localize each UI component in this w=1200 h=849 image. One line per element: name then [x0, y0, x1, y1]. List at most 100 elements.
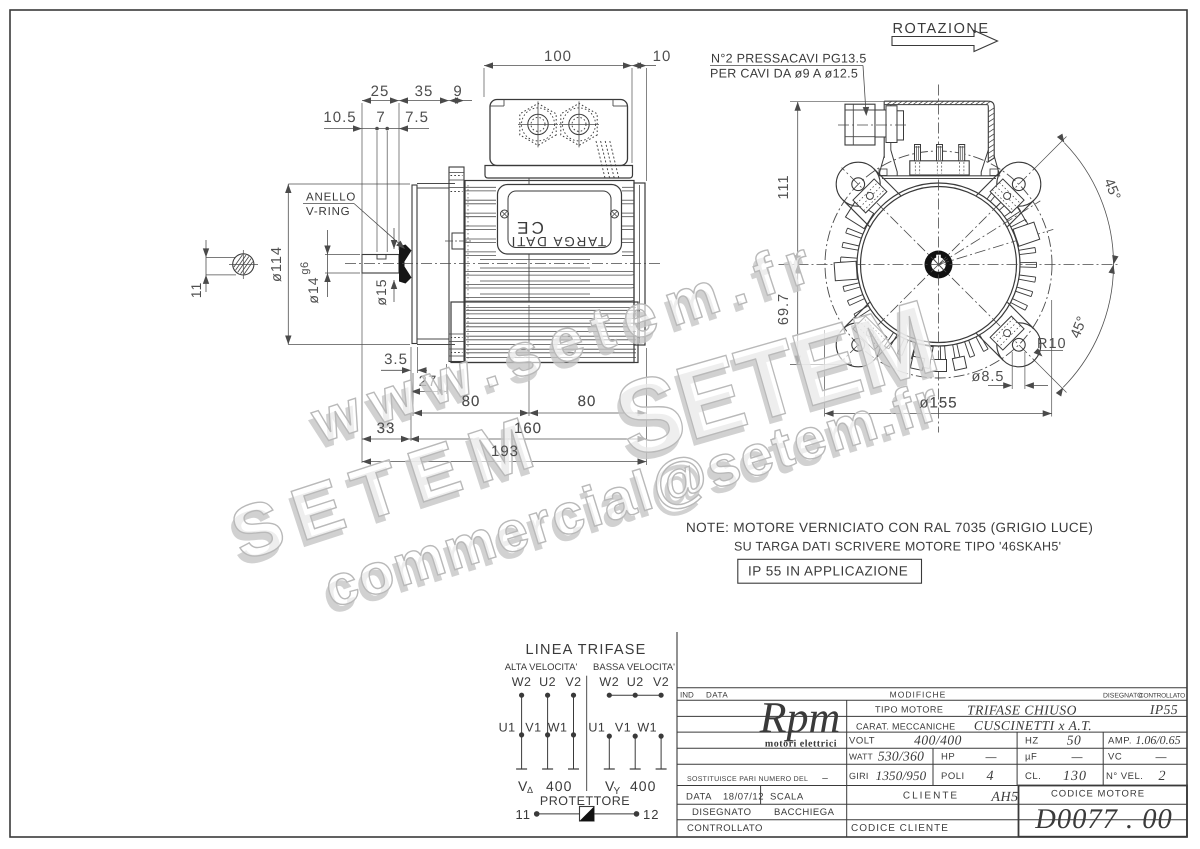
- svg-text:3.5: 3.5: [384, 351, 408, 368]
- svg-text:W2: W2: [512, 675, 532, 689]
- svg-text:ø114: ø114: [269, 246, 285, 282]
- svg-text:BACCHIEGA: BACCHIEGA: [774, 807, 835, 818]
- svg-text:CE: CE: [514, 218, 544, 237]
- svg-text:HZ: HZ: [1025, 736, 1039, 747]
- svg-text:W2: W2: [599, 675, 619, 689]
- svg-text:g6: g6: [299, 261, 311, 274]
- svg-text:R10: R10: [1037, 336, 1067, 352]
- svg-text:ø15: ø15: [373, 278, 389, 305]
- svg-text:111: 111: [776, 174, 792, 199]
- svg-text:TRIFASE CHIUSO: TRIFASE CHIUSO: [967, 703, 1077, 718]
- svg-text:10.5: 10.5: [323, 109, 356, 126]
- svg-text:35: 35: [415, 83, 434, 100]
- svg-text:U1: U1: [499, 721, 516, 735]
- svg-text:DATA: DATA: [706, 691, 728, 700]
- svg-text:1.06/0.65: 1.06/0.65: [1135, 733, 1180, 747]
- svg-text:–: –: [822, 773, 828, 784]
- svg-text:530/360: 530/360: [878, 749, 924, 764]
- svg-text:7.5: 7.5: [405, 109, 429, 126]
- svg-text:N°2 PRESSACAVI PG13.5: N°2 PRESSACAVI PG13.5: [711, 52, 867, 66]
- svg-text:GIRI: GIRI: [849, 771, 869, 781]
- svg-text:TARGA DATI: TARGA DATI: [510, 234, 606, 249]
- svg-text:4: 4: [987, 769, 994, 784]
- svg-text:80: 80: [462, 393, 481, 410]
- svg-text:SOSTITUISCE PARI NUMERO DEL: SOSTITUISCE PARI NUMERO DEL: [687, 776, 808, 783]
- svg-text:µF: µF: [1025, 752, 1037, 763]
- svg-text:400: 400: [546, 778, 572, 794]
- svg-text:PROTETTORE: PROTETTORE: [540, 794, 630, 808]
- svg-text:AMP.: AMP.: [1108, 736, 1132, 747]
- svg-text:400/400: 400/400: [914, 733, 962, 748]
- svg-text:DATA: DATA: [686, 792, 712, 803]
- svg-text:12: 12: [643, 807, 659, 822]
- svg-text:Rpm: Rpm: [759, 693, 841, 742]
- svg-text:25: 25: [371, 83, 390, 100]
- svg-text:D0077 . 00: D0077 . 00: [1034, 804, 1172, 835]
- svg-text:—: —: [986, 752, 997, 764]
- svg-text:160: 160: [514, 420, 542, 437]
- svg-text:18/07/12: 18/07/12: [723, 792, 764, 803]
- svg-text:motori elettrici: motori elettrici: [765, 739, 837, 750]
- svg-text:V: V: [518, 778, 528, 794]
- svg-text:Y: Y: [614, 786, 621, 797]
- svg-text:CLIENTE: CLIENTE: [903, 791, 959, 802]
- svg-text:U1: U1: [588, 721, 605, 735]
- svg-text:45°: 45°: [1100, 176, 1123, 202]
- svg-text:400: 400: [630, 778, 656, 794]
- svg-text:27: 27: [419, 373, 438, 390]
- svg-text:HP: HP: [941, 752, 955, 763]
- svg-text:ø155: ø155: [919, 395, 957, 412]
- svg-text:BASSA VELOCITA': BASSA VELOCITA': [593, 662, 675, 673]
- svg-text:ø14: ø14: [305, 276, 321, 303]
- svg-text:VOLT: VOLT: [849, 736, 875, 747]
- svg-text:W1: W1: [637, 721, 657, 735]
- svg-text:CL.: CL.: [1025, 771, 1041, 782]
- svg-text:V2: V2: [565, 675, 581, 689]
- svg-text:10: 10: [653, 48, 672, 65]
- svg-text:N° VEL.: N° VEL.: [1106, 771, 1143, 782]
- svg-text:—: —: [1072, 752, 1083, 764]
- svg-text:V1: V1: [615, 721, 631, 735]
- svg-text:45°: 45°: [1068, 314, 1091, 340]
- svg-text:SU TARGA DATI SCRIVERE MOTORE: SU TARGA DATI SCRIVERE MOTORE TIPO '46SK…: [734, 540, 1061, 554]
- svg-text:ø155: ø155: [919, 395, 957, 412]
- svg-text:ROTAZIONE: ROTAZIONE: [892, 21, 989, 37]
- svg-text:7: 7: [376, 109, 385, 126]
- svg-text:2: 2: [1159, 769, 1166, 784]
- svg-text:DISEGNATO: DISEGNATO: [692, 807, 752, 818]
- svg-text:IP 55 IN APPLICAZIONE: IP 55 IN APPLICAZIONE: [748, 564, 908, 579]
- svg-text:193: 193: [491, 443, 519, 460]
- svg-text:CARAT. MECCANICHE: CARAT. MECCANICHE: [856, 722, 955, 732]
- svg-text:LINEA TRIFASE: LINEA TRIFASE: [526, 642, 647, 658]
- svg-text:100: 100: [544, 48, 572, 65]
- svg-text:MODIFICHE: MODIFICHE: [890, 690, 947, 700]
- svg-text:WATT: WATT: [849, 752, 873, 762]
- svg-text:80: 80: [578, 393, 597, 410]
- svg-text:AH5: AH5: [990, 790, 1018, 805]
- svg-text:V2: V2: [653, 675, 669, 689]
- svg-text:CUSCINETTI x A.T.: CUSCINETTI x A.T.: [974, 718, 1092, 733]
- svg-text:160: 160: [514, 420, 542, 437]
- svg-text:11: 11: [188, 282, 204, 299]
- svg-text:—: —: [1156, 752, 1167, 764]
- svg-text:POLI: POLI: [941, 771, 965, 782]
- svg-text:Δ: Δ: [527, 785, 533, 795]
- svg-text:11: 11: [516, 807, 532, 822]
- svg-text:9: 9: [453, 83, 462, 100]
- svg-text:NOTE: MOTORE VERNICIATO CON RA: NOTE: MOTORE VERNICIATO CON RAL 7035 (GR…: [686, 520, 1093, 535]
- svg-text:IND: IND: [680, 691, 694, 700]
- svg-text:50: 50: [1067, 733, 1082, 748]
- svg-text:U2: U2: [539, 675, 556, 689]
- svg-text:IP55: IP55: [1149, 702, 1178, 717]
- svg-text:69.7: 69.7: [776, 293, 792, 325]
- svg-text:33: 33: [377, 420, 396, 437]
- svg-text:V-RING: V-RING: [306, 206, 350, 218]
- svg-text:ALTA VELOCITA': ALTA VELOCITA': [505, 662, 578, 673]
- svg-text:80: 80: [462, 393, 481, 410]
- svg-text:80: 80: [578, 393, 597, 410]
- svg-text:V1: V1: [525, 721, 541, 735]
- svg-text:CONTROLLATO: CONTROLLATO: [1139, 693, 1185, 700]
- svg-text:W1: W1: [548, 721, 568, 735]
- svg-text:DISEGNATO: DISEGNATO: [1103, 693, 1142, 700]
- svg-text:ø8.5: ø8.5: [971, 369, 1004, 385]
